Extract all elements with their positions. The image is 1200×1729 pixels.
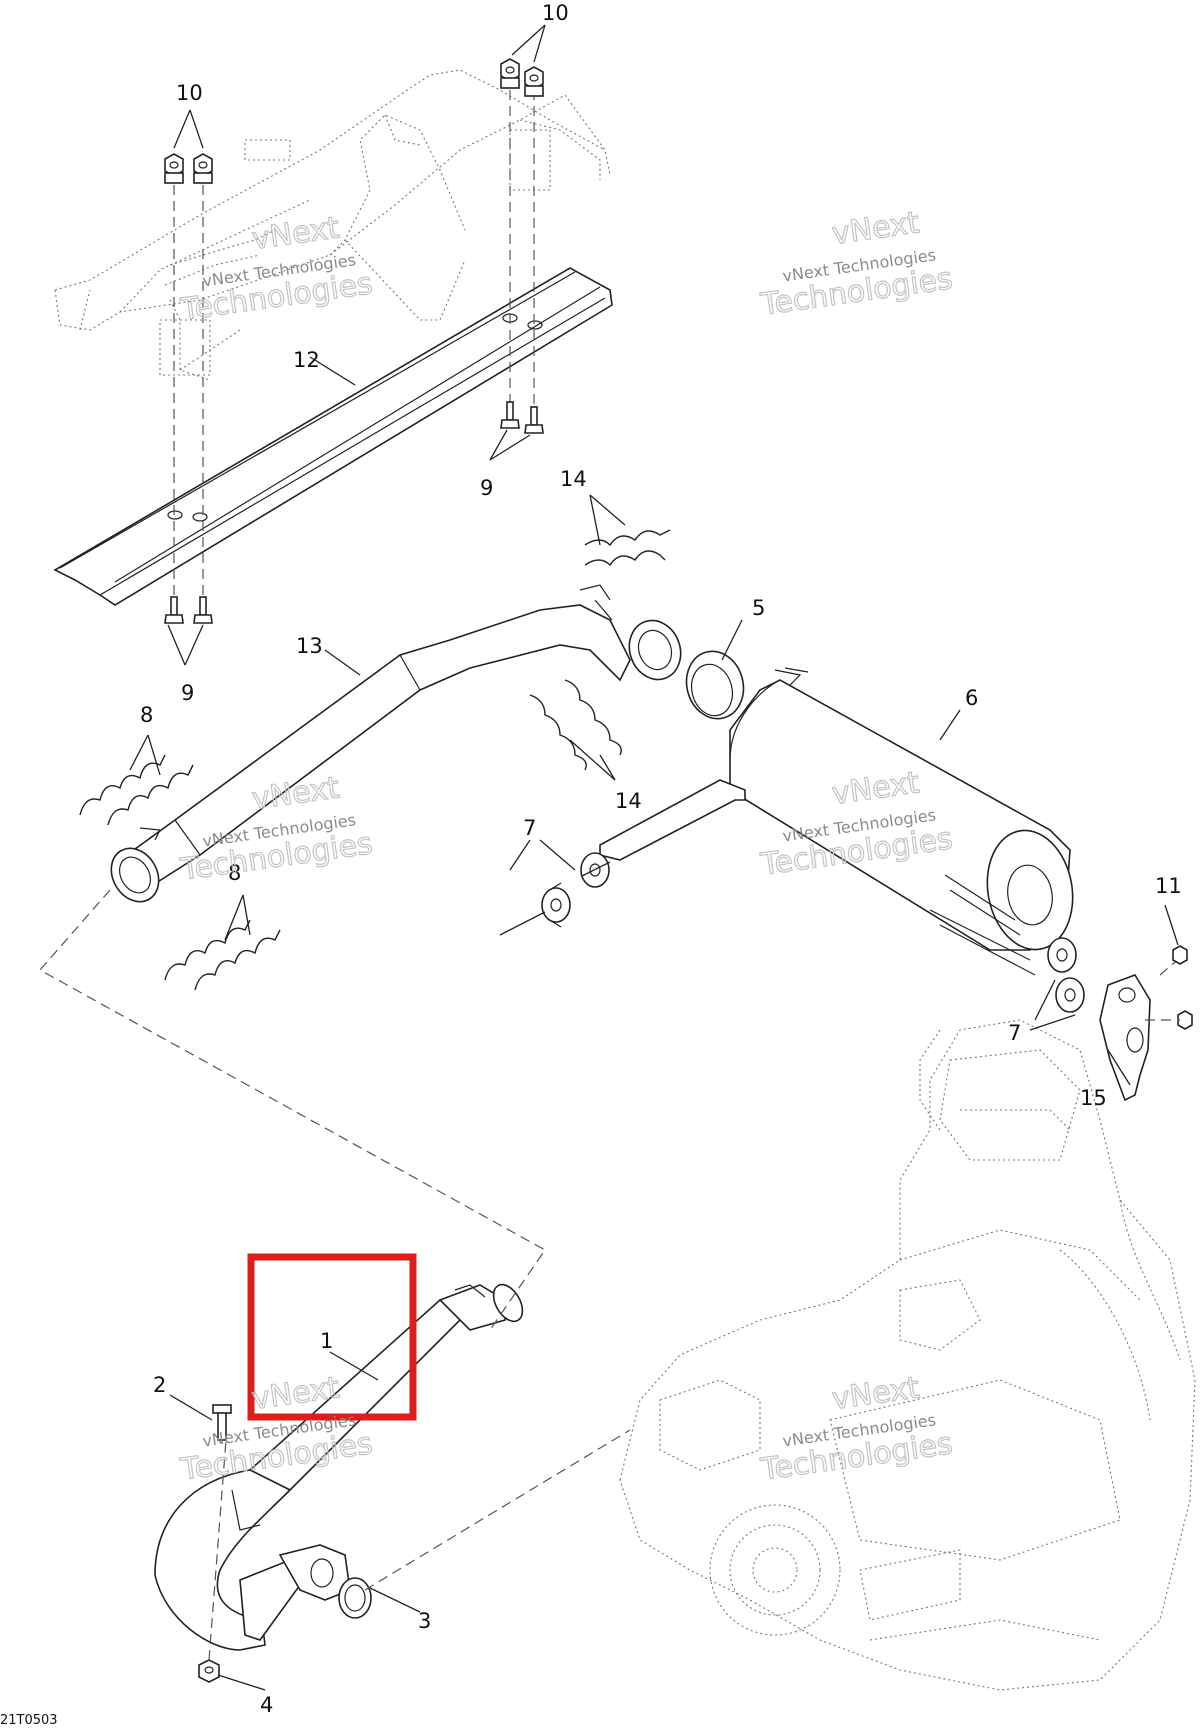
callout-8-upper: 8 xyxy=(140,703,153,727)
callout-7-lower: 7 xyxy=(1008,1021,1021,1045)
stud-2 xyxy=(212,1404,232,1441)
highlight-box xyxy=(247,1253,417,1421)
nut-10-group xyxy=(164,58,544,184)
muffler-6 xyxy=(599,667,1074,976)
fastener-axis-lines xyxy=(173,90,535,600)
callout-3: 3 xyxy=(418,1609,431,1633)
engine xyxy=(619,1019,1196,1691)
svg-text:vNext: vNext xyxy=(830,1370,922,1417)
gasket-3 xyxy=(338,1577,372,1619)
svg-text:vNext: vNext xyxy=(830,205,922,252)
seal-ring-5 xyxy=(685,650,745,720)
watermark-top-left: vNext vNext Technologies Technologies xyxy=(177,210,375,329)
callout-12: 12 xyxy=(293,348,320,372)
svg-text:vNext: vNext xyxy=(250,210,342,257)
connection-lines xyxy=(39,889,631,1661)
callout-13: 13 xyxy=(296,634,323,658)
callout-6: 6 xyxy=(965,686,978,710)
callout-10-right: 10 xyxy=(542,1,569,25)
vehicle-frame xyxy=(54,69,611,381)
callout-9-left: 9 xyxy=(181,681,194,705)
bracket-15 xyxy=(1099,974,1151,1102)
callout-8-lower: 8 xyxy=(228,861,241,885)
exhaust-pipe-13 xyxy=(110,584,682,903)
callout-labels: 1 2 3 4 5 6 7 7 8 8 9 9 10 10 11 12 13 1… xyxy=(140,1,1182,1717)
callout-1: 1 xyxy=(320,1329,333,1353)
callout-11: 11 xyxy=(1155,874,1182,898)
leader-lines xyxy=(129,24,1179,1691)
callout-15: 15 xyxy=(1080,1086,1107,1110)
spring-group xyxy=(79,529,671,991)
callout-7-upper: 7 xyxy=(523,816,536,840)
reference-code: 21T0503 xyxy=(0,1713,58,1728)
callout-14-upper: 14 xyxy=(560,467,587,491)
callout-2: 2 xyxy=(153,1373,166,1397)
callout-5: 5 xyxy=(752,596,765,620)
bolt-9-group xyxy=(164,401,544,624)
watermark-bottom-right: vNext vNext Technologies Technologies xyxy=(757,1370,955,1489)
heat-shield-12 xyxy=(53,267,613,606)
callout-9-right: 9 xyxy=(480,476,493,500)
nut-4 xyxy=(198,1659,220,1683)
callout-14-lower: 14 xyxy=(615,789,642,813)
callout-4: 4 xyxy=(260,1693,273,1717)
grommet-7-group xyxy=(499,852,1085,1013)
bolt-11-group xyxy=(1145,945,1193,1030)
watermark-top-right: vNext vNext Technologies Technologies xyxy=(757,205,955,324)
callout-10-left: 10 xyxy=(176,81,203,105)
